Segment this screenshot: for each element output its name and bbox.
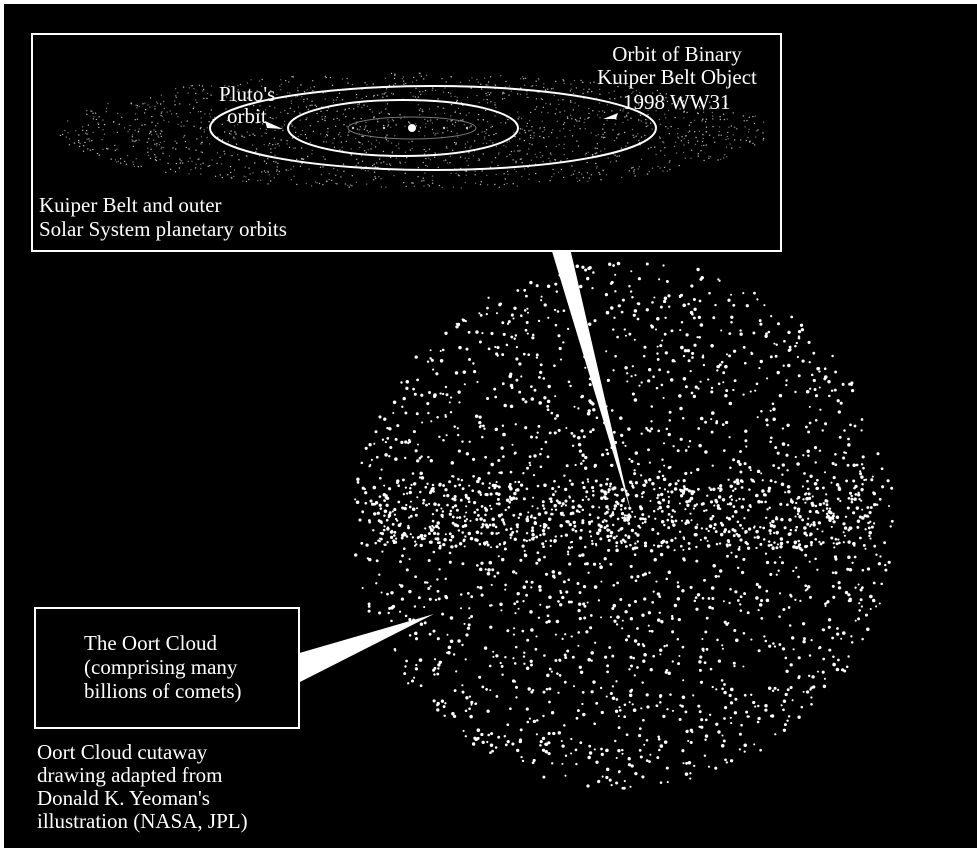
inner-planet-orbit (347, 116, 477, 140)
pluto-orbit-line1: Pluto's (219, 82, 276, 106)
credit-line3: Donald K. Yeoman's (37, 786, 210, 810)
credit-line4: illustration (NASA, JPL) (37, 809, 248, 833)
planet-dot (465, 126, 469, 130)
oort-pointer-wedge (296, 614, 434, 684)
binary-orbit-line2: Kuiper Belt Object (597, 65, 757, 89)
credit-line1: Oort Cloud cutaway (37, 740, 208, 764)
kuiper-caption-line1: Kuiper Belt and outer (39, 193, 222, 217)
binary-orbit-line3: 1998 WW31 (623, 90, 731, 114)
diagram-canvas: Orbit of Binary Kuiper Belt Object 1998 … (4, 4, 977, 848)
planet-dot (351, 126, 355, 130)
binary-label-pointer (603, 113, 618, 119)
oort-cloud-sphere (296, 248, 894, 790)
pluto-orbit-ellipse (287, 99, 519, 157)
kuiper-caption-line2: Solar System planetary orbits (39, 217, 287, 241)
credit-line2: drawing adapted from (37, 763, 223, 787)
binary-orbit-line1: Orbit of Binary (612, 42, 742, 66)
sun-dot (408, 124, 416, 132)
oort-cloud-label-box: The Oort Cloud (comprising many billions… (34, 607, 300, 729)
kuiper-belt-objects (59, 72, 765, 189)
pluto-label-pointer (265, 121, 283, 129)
pluto-orbit-line2: orbit (227, 104, 267, 128)
oort-label-line3: billions of comets) (84, 679, 242, 703)
oort-cloud-comets (354, 261, 894, 790)
oort-label-line2: (comprising many (84, 655, 238, 679)
planet-dot (382, 126, 386, 130)
kuiper-belt-diagram (59, 72, 765, 189)
kuiper-belt-inset: Orbit of Binary Kuiper Belt Object 1998 … (31, 33, 782, 252)
oort-label-line1: The Oort Cloud (84, 631, 217, 655)
kuiper-pointer-wedge (551, 248, 631, 512)
binary-kbo-orbit (209, 85, 657, 171)
planet-dot (442, 126, 446, 130)
